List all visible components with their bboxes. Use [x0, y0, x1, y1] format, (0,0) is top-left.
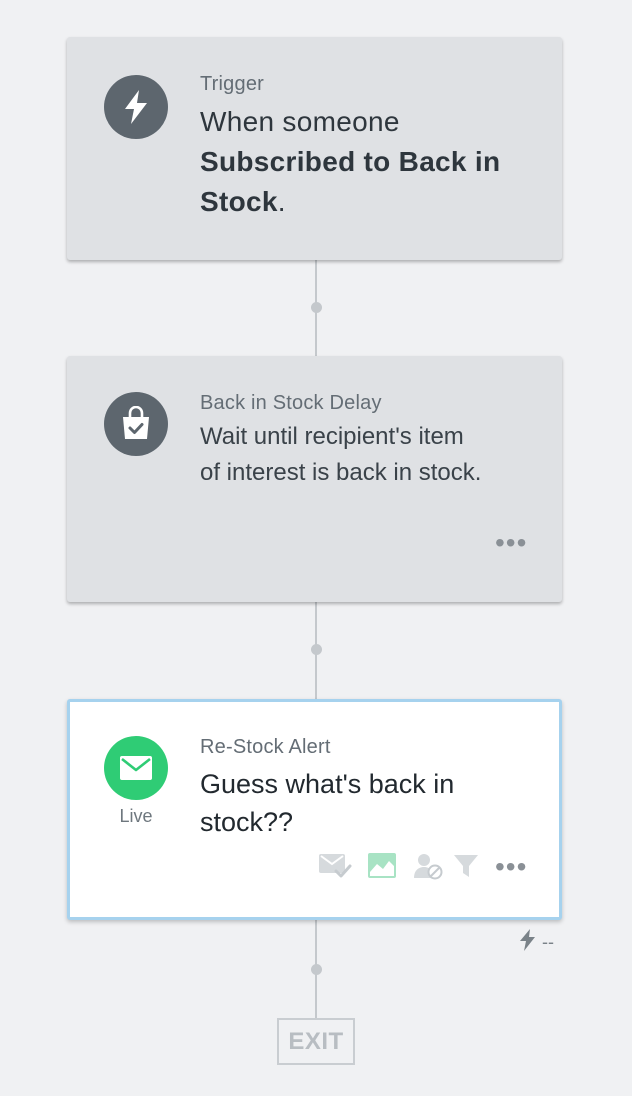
filter-icon[interactable]: [452, 852, 480, 885]
email-subject-line-2: stock??: [200, 807, 294, 837]
trigger-card[interactable]: Trigger When someone Subscribed to Back …: [67, 37, 562, 260]
envelope-icon: [104, 736, 168, 800]
back-in-stock-delay-card[interactable]: Back in Stock Delay Wait until recipient…: [67, 356, 562, 602]
email-check-icon[interactable]: [318, 852, 352, 885]
trigger-suffix: .: [277, 186, 286, 217]
email-subject: Guess what's back in stock??: [200, 765, 539, 841]
email-subject-line-1: Guess what's back in: [200, 769, 455, 799]
shopping-bag-check-icon: [104, 392, 168, 456]
re-stock-alert-card[interactable]: Live Re-Stock Alert Guess what's back in…: [67, 699, 562, 920]
status-live-label: Live: [119, 806, 153, 826]
connector-dot-1[interactable]: [311, 302, 322, 313]
trigger-label: Trigger: [200, 73, 265, 95]
image-chart-icon[interactable]: [367, 852, 397, 885]
exit-node: EXIT: [277, 1018, 355, 1065]
lightning-icon: [518, 928, 538, 957]
trigger-count-value: --: [542, 932, 554, 952]
delay-more-menu[interactable]: •••: [495, 527, 528, 558]
connector-dot-2[interactable]: [311, 644, 322, 655]
delay-label: Back in Stock Delay: [200, 392, 382, 414]
trigger-prefix: When someone: [200, 106, 400, 137]
user-block-icon[interactable]: [413, 852, 443, 885]
lightning-icon: [104, 75, 168, 139]
email-label: Re-Stock Alert: [200, 736, 331, 758]
delay-line-1: Wait until recipient's item: [200, 423, 464, 450]
trigger-event: Subscribed to Back in Stock: [200, 146, 501, 217]
trigger-description: When someone Subscribed to Back in Stock…: [200, 102, 542, 222]
delay-description: Wait until recipient's item of interest …: [200, 419, 542, 491]
trigger-count: --: [518, 928, 554, 957]
connector-dot-3[interactable]: [311, 964, 322, 975]
email-more-menu[interactable]: •••: [495, 851, 528, 882]
delay-line-2: of interest is back in stock.: [200, 459, 482, 486]
